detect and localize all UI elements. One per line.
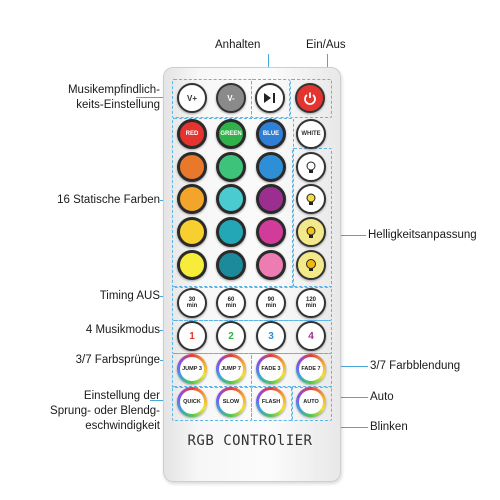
flash-button[interactable]: FLASH <box>256 387 286 417</box>
callout-einstellung-line2: Sprung- oder Blendg- <box>50 404 160 417</box>
callout-musikmodus: 4 Musikmodus <box>85 324 160 336</box>
callout-einstellung-line3: eschwindigkeit <box>85 419 160 432</box>
group-flash <box>251 386 293 421</box>
timer-60-unit: min <box>225 303 237 309</box>
timer-60-value: 60 <box>227 297 235 303</box>
color-button[interactable] <box>216 152 246 182</box>
callout-musik-line1: Musikempfindlich- <box>67 84 160 96</box>
color-button[interactable] <box>256 152 286 182</box>
timer-90-value: 90 <box>267 297 275 303</box>
fade7-button[interactable]: FADE 7 <box>296 354 326 384</box>
callout-anhalten: Anhalten <box>215 39 261 51</box>
callout-auto: Auto <box>370 391 394 403</box>
fade3-button[interactable]: FADE 3 <box>256 354 286 384</box>
remote-label: RGB CONTROlIER <box>187 433 313 449</box>
green-button[interactable]: GREEN <box>216 119 246 149</box>
timer-120-unit: min <box>305 303 317 309</box>
slow-button[interactable]: SLOW <box>216 387 246 417</box>
lead-farbblendung <box>330 366 368 367</box>
lead-musik <box>136 97 172 98</box>
bulb-icon <box>306 259 316 271</box>
color-button[interactable] <box>256 250 286 280</box>
callout-blinken: Blinken <box>370 421 408 433</box>
timer-60-button[interactable]: 60 min <box>216 288 246 318</box>
group-pause <box>251 79 290 118</box>
auto-button[interactable]: AUTO <box>296 387 326 417</box>
callout-timing: Timing AUS <box>99 290 160 302</box>
color-button[interactable] <box>216 250 246 280</box>
color-button[interactable] <box>256 184 286 214</box>
power-button[interactable] <box>295 83 325 113</box>
brightness-button[interactable] <box>296 152 326 182</box>
volume-up-button[interactable]: V+ <box>177 83 207 113</box>
music-mode-4-button[interactable]: 4 <box>296 321 326 351</box>
timer-30-value: 30 <box>188 297 196 303</box>
power-icon <box>304 92 316 105</box>
brightness-button[interactable] <box>296 217 326 247</box>
white-button[interactable]: WHITE <box>296 119 326 149</box>
bulb-icon <box>306 193 316 205</box>
callout-farbspruenge: 3/7 Farbsprünge <box>75 354 160 366</box>
music-mode-2-button[interactable]: 2 <box>216 321 246 351</box>
callout-statische-farben: 16 Statische Farben <box>57 194 160 206</box>
callout-einstellung-line1: Einstellung der <box>83 390 160 402</box>
bulb-icon <box>306 226 316 238</box>
red-button[interactable]: RED <box>177 119 207 149</box>
color-button[interactable] <box>216 184 246 214</box>
lead-helligkeit <box>330 235 366 236</box>
callout-musik-line2: keits-Einstellung <box>76 98 160 111</box>
brightness-button[interactable] <box>296 184 326 214</box>
jump7-button[interactable]: JUMP 7 <box>216 354 246 384</box>
color-button[interactable] <box>177 250 207 280</box>
color-button[interactable] <box>177 217 207 247</box>
quick-button[interactable]: QUICK <box>177 387 207 417</box>
pause-button[interactable] <box>255 83 285 113</box>
timer-90-unit: min <box>265 303 277 309</box>
play-pause-icon <box>264 93 275 103</box>
callout-einstellung: Einstellung der Sprung- oder Blendg- esc… <box>25 389 160 434</box>
group-power <box>290 79 332 118</box>
timer-90-button[interactable]: 90 min <box>256 288 286 318</box>
bulb-icon <box>306 161 316 173</box>
color-button[interactable] <box>177 152 207 182</box>
blue-button[interactable]: BLUE <box>256 119 286 149</box>
group-auto <box>291 386 332 421</box>
jump3-button[interactable]: JUMP 3 <box>177 354 207 384</box>
music-mode-3-button[interactable]: 3 <box>256 321 286 351</box>
callout-ein-aus: Ein/Aus <box>306 39 346 51</box>
callout-farbblendung: 3/7 Farbblendung <box>370 360 461 372</box>
volume-down-button[interactable]: V- <box>216 83 246 113</box>
callout-helligkeit: Helligkeitsanpassung <box>368 229 477 241</box>
brightness-button[interactable] <box>296 250 326 280</box>
color-button[interactable] <box>177 184 207 214</box>
remote-body: V+ V- RED GREEN BLUE WHITE 30 min 60 min <box>163 67 341 482</box>
group-colors <box>172 118 294 288</box>
callout-musikempfindlichkeit: Musikempfindlich- keits-Einstellung <box>60 83 160 113</box>
lead-einstellung <box>150 400 172 401</box>
music-mode-1-button[interactable]: 1 <box>177 321 207 351</box>
color-button[interactable] <box>216 217 246 247</box>
color-button[interactable] <box>256 217 286 247</box>
timer-120-button[interactable]: 120 min <box>296 288 326 318</box>
timer-120-value: 120 <box>305 297 316 303</box>
lead-auto <box>330 397 368 398</box>
timer-30-unit: min <box>186 303 198 309</box>
timer-30-button[interactable]: 30 min <box>177 288 207 318</box>
